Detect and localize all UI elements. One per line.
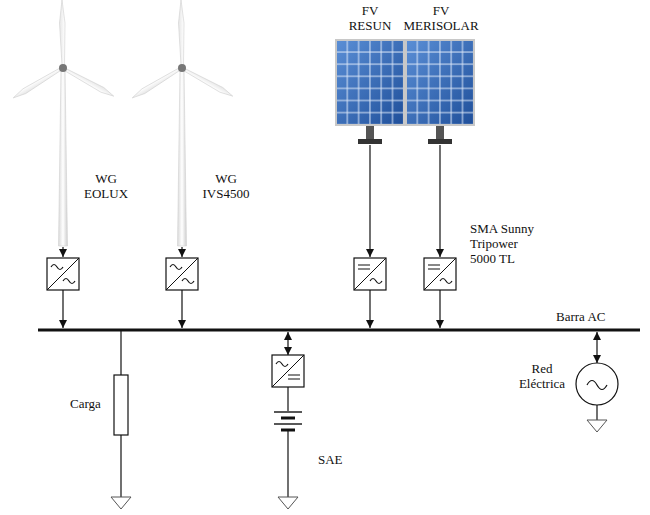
ac-bus xyxy=(38,329,640,332)
wind-turbine xyxy=(12,0,115,246)
bus-label: Barra AC xyxy=(556,310,605,325)
turbine-label: WG EOLUX xyxy=(80,172,132,202)
pv-label: FV MERISOLAR xyxy=(398,4,484,34)
pv-panel xyxy=(336,40,404,144)
pv-panel xyxy=(406,40,474,144)
inverter-label: SMA Sunny Tripower 5000 TL xyxy=(470,222,534,267)
wind-turbine xyxy=(131,0,234,246)
load-label: Carga xyxy=(70,397,101,412)
converter-symbol xyxy=(47,258,456,387)
load-resistor xyxy=(114,375,128,435)
wires xyxy=(63,145,597,497)
pv-label: FV RESUN xyxy=(343,4,397,34)
grid-source xyxy=(576,363,618,405)
grid-label: Red Eléctrica xyxy=(509,362,575,392)
turbine-label: WG IVS4500 xyxy=(194,172,258,202)
storage-label: SAE xyxy=(318,453,343,468)
ground-symbol xyxy=(111,420,607,509)
battery-symbol xyxy=(274,412,302,430)
